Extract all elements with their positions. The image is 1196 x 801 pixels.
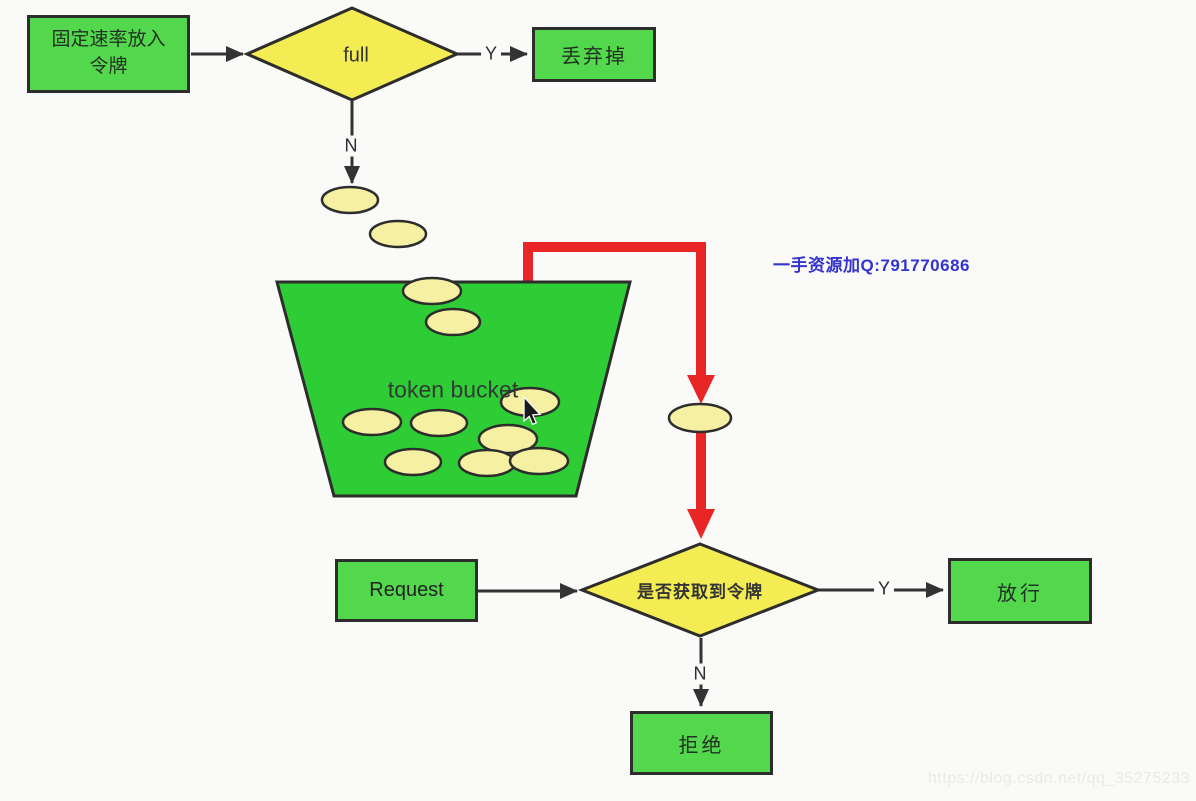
node-allow-label: 放行: [997, 582, 1043, 605]
node-fixed-rate-label-line2: 令牌: [89, 56, 128, 77]
check-diamond-shape: [577, 542, 823, 638]
token-dispensed: [667, 402, 733, 434]
token-in-bucket: [457, 448, 517, 478]
node-discard-label: 丢弃掉: [561, 46, 627, 68]
bucket-label: token bucket: [388, 375, 518, 406]
token-in-bucket: [383, 447, 443, 477]
bucket-label-line1: token: [387, 376, 445, 403]
node-request: Request: [335, 559, 478, 622]
edge-label-full-yes: Y: [480, 43, 502, 65]
token-in-bucket: [341, 407, 403, 437]
full-diamond-label: full: [343, 44, 369, 67]
token-falling-2: [368, 219, 428, 249]
red-dispense-path-upper: [523, 242, 706, 377]
bucket-label-line2: bucket: [450, 376, 519, 403]
full-diamond-shape: [243, 6, 461, 102]
promo-qq-text: 一手资源加Q:791770686: [773, 256, 970, 275]
edge-label-full-no: N: [340, 135, 362, 157]
node-discard: 丢弃掉: [532, 27, 656, 82]
node-allow: 放行: [948, 558, 1092, 624]
node-reject-label: 拒绝: [678, 734, 725, 757]
red-arrowhead-to-check: [687, 509, 715, 539]
mouse-cursor-icon: [523, 395, 542, 426]
token-in-bucket: [409, 408, 469, 438]
token-in-bucket: [401, 276, 463, 306]
node-reject: 拒绝: [630, 711, 773, 775]
red-arrowhead-to-token: [687, 375, 715, 404]
bucket-shape: [275, 280, 632, 498]
token-falling-1: [320, 185, 380, 215]
csdn-watermark: https://blog.csdn.net/qq_35275233: [927, 770, 1190, 787]
token-in-bucket: [424, 307, 482, 337]
check-diamond-label: 是否获取到令牌: [637, 582, 763, 602]
node-fixed-rate-label-line1: 固定速率放入: [51, 29, 166, 51]
node-request-label: Request: [369, 579, 444, 601]
token-in-bucket: [508, 446, 570, 476]
node-fixed-rate: 固定速率放入 令牌: [27, 15, 190, 93]
edge-label-check-yes: Y: [873, 578, 895, 600]
edge-label-check-no: N: [689, 663, 711, 685]
